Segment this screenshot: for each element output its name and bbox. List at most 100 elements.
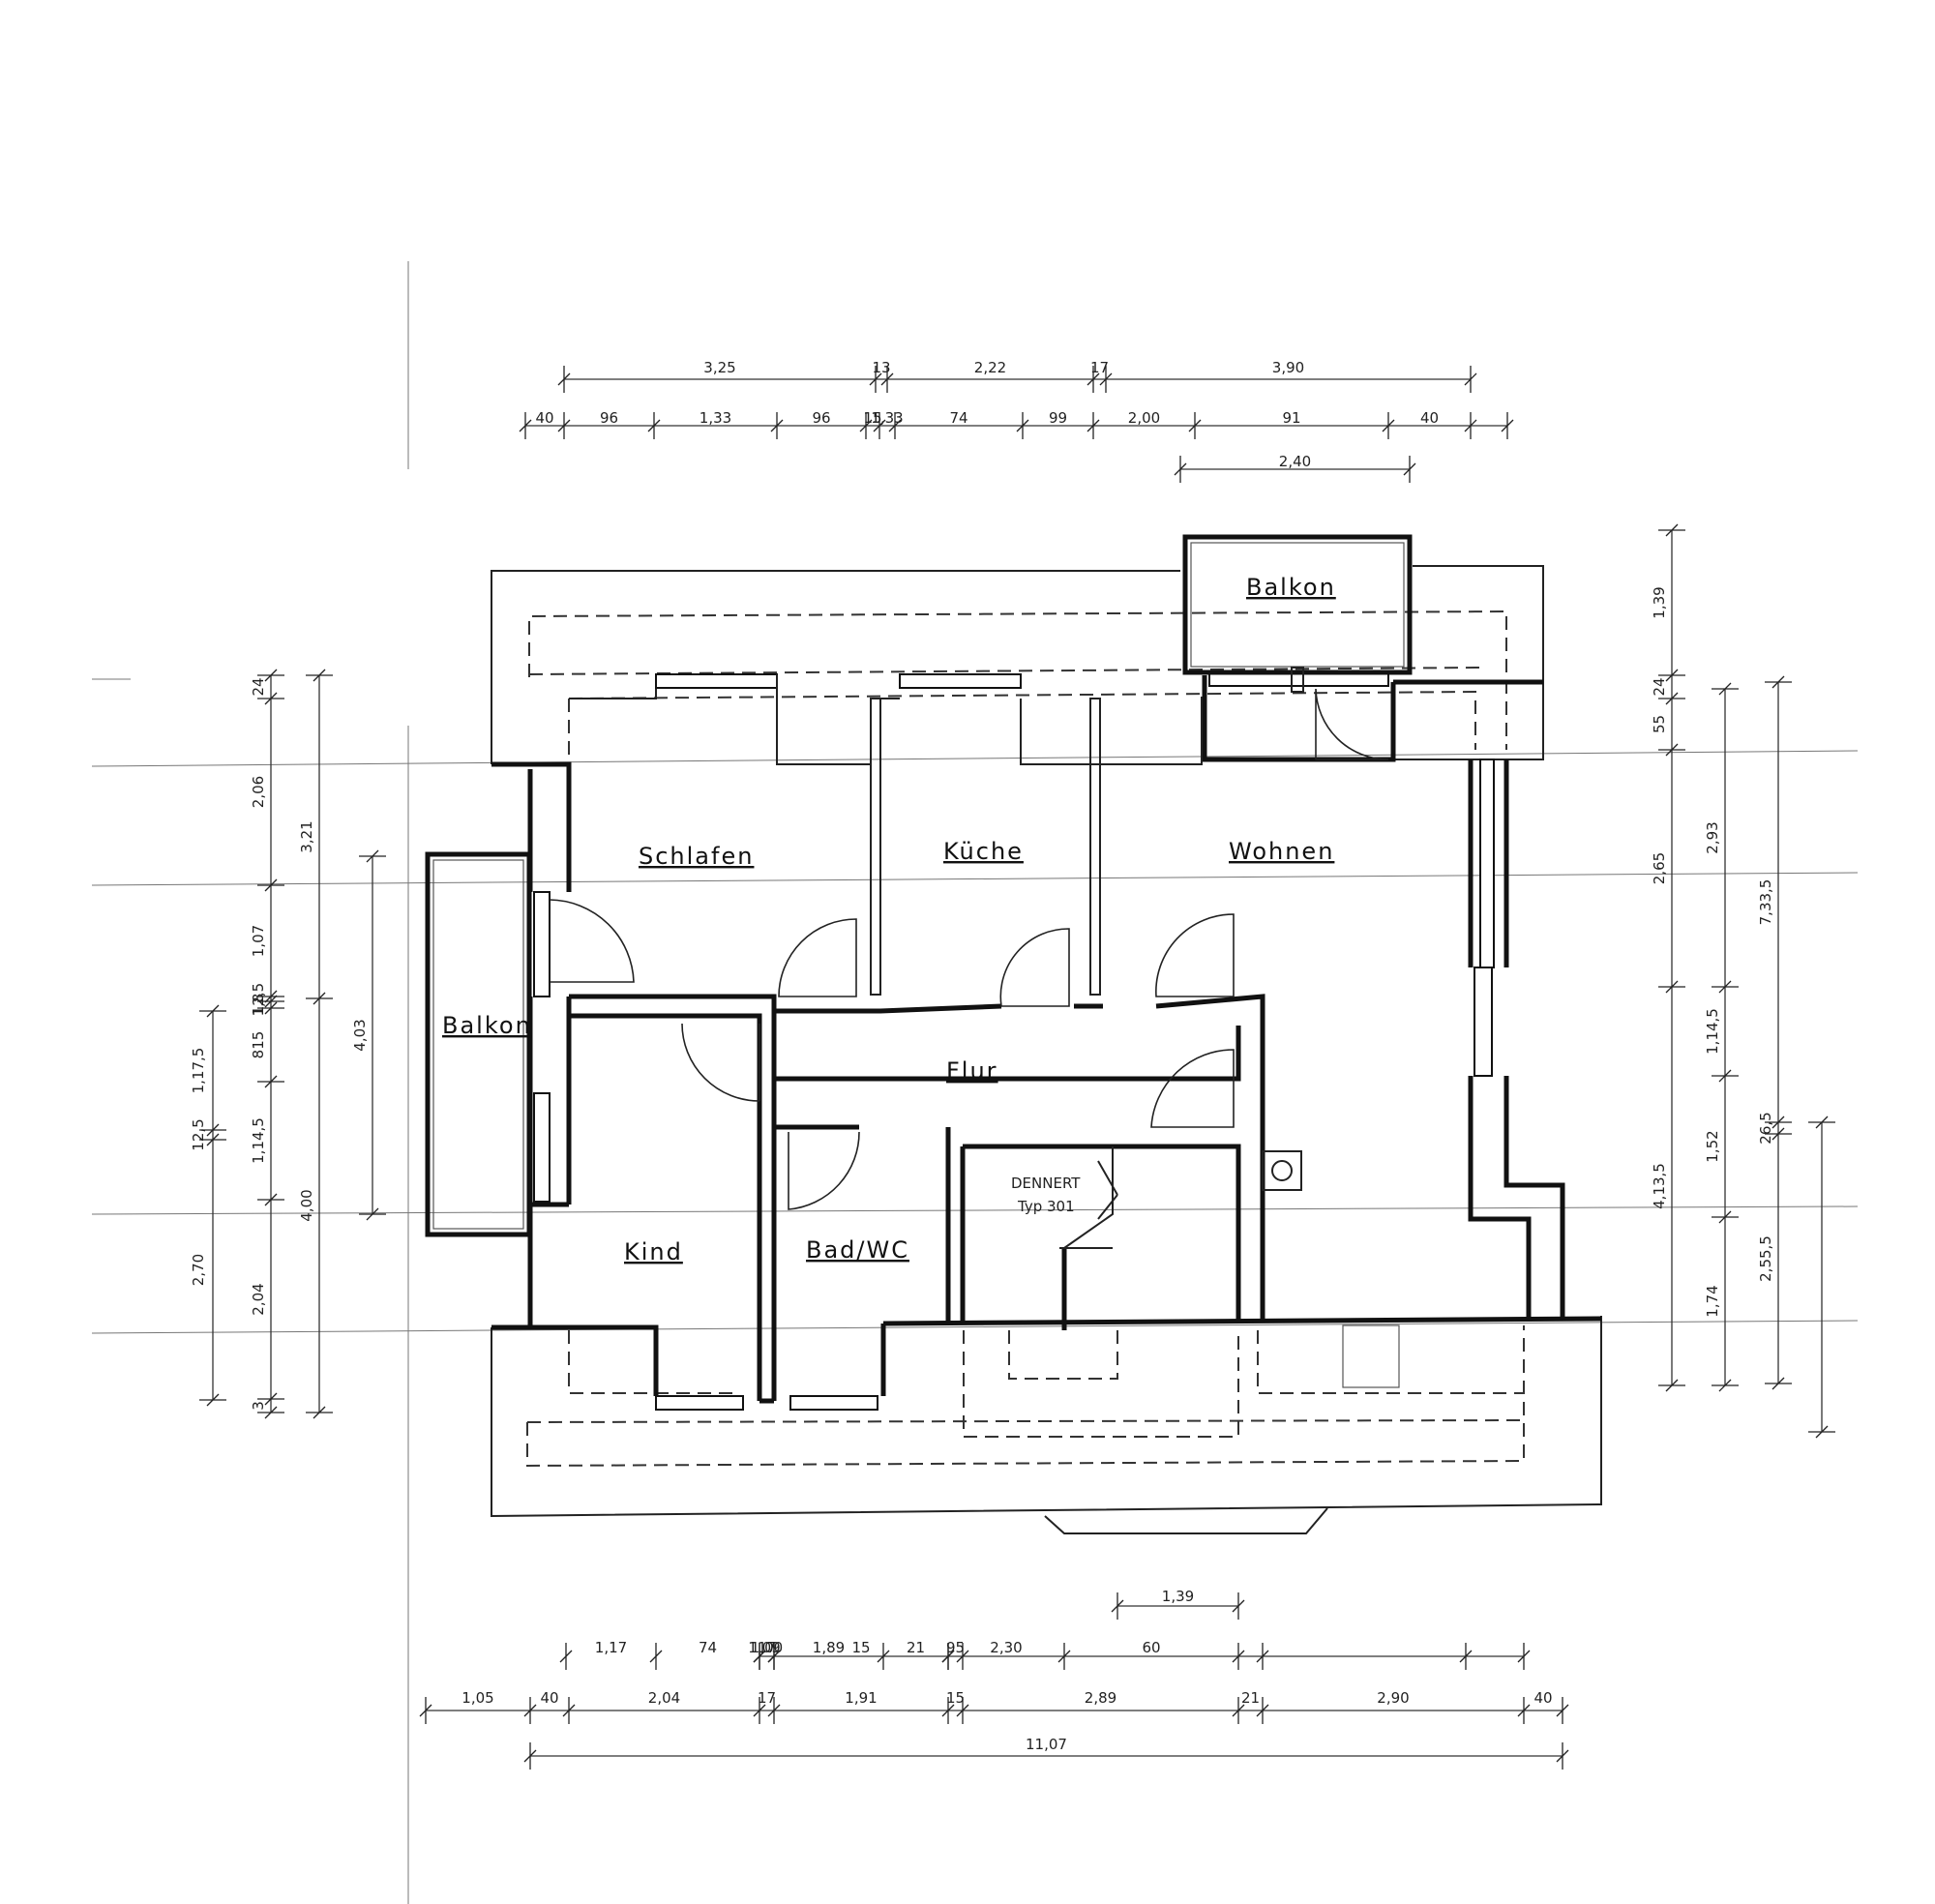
- room-label-kueche: Küche: [943, 838, 1024, 865]
- dim-bottom-row2-label: 1,09: [748, 1639, 780, 1656]
- dim-bottom-row2-label: 95: [946, 1639, 965, 1656]
- dim-top-row2-label: 96: [600, 409, 618, 427]
- dim-right-b: 2,931,14,51,521,74: [1704, 682, 1739, 1392]
- reference-lines: [91, 261, 1859, 1904]
- stairs: [1059, 1146, 1302, 1330]
- door-swings: [549, 688, 1389, 1210]
- dim-bottom-row3-label: 1,91: [845, 1689, 877, 1707]
- dim-bottom-row1: 1,39: [1111, 1588, 1245, 1620]
- dim-top-row2-label: 1,33: [700, 409, 731, 427]
- dim-left-d: 4,03: [351, 849, 386, 1221]
- hidden-lines: [526, 610, 1525, 1468]
- dim-top-row2-label: 2,00: [1128, 409, 1160, 427]
- dim-right-a: 1,39 24 55 2,65 4,13,5: [1651, 523, 1685, 1392]
- dim-right-b-label: 2,93: [1704, 821, 1721, 853]
- dim-bottom-row3-label: 40: [1533, 1689, 1552, 1707]
- dim-bottom-row2-label: 17: [758, 1639, 776, 1656]
- dim-bottom-row1-label: 1,39: [1162, 1588, 1194, 1605]
- dim-top-row2-label: 74: [949, 409, 968, 427]
- dim-right-a-label: 55: [1651, 715, 1668, 733]
- dim-top-row2-label: 40: [535, 409, 553, 427]
- balcony-north: [1182, 534, 1413, 693]
- side-windows: [533, 759, 1495, 1203]
- heater-brand-label: DENNERT: [1011, 1175, 1081, 1192]
- dim-bottom-total-label: 11,07: [1026, 1736, 1067, 1753]
- dim-top-row2-label: 40: [1420, 409, 1439, 427]
- dim-bottom-row2-label: 74: [699, 1639, 717, 1656]
- dim-left-c-label: 2,70: [190, 1254, 207, 1286]
- dim-top-row1-label: 3,90: [1272, 359, 1304, 376]
- dim-left-a-label: 3: [250, 1401, 267, 1411]
- room-label-wohnen: Wohnen: [1229, 838, 1334, 865]
- room-label-balkon-top: Balkon: [1246, 574, 1336, 601]
- dim-top-row2-label: 1,33: [871, 409, 903, 427]
- dim-top-row2-label: 91: [1282, 409, 1300, 427]
- dim-right-c-label: 2,55,5: [1757, 1235, 1774, 1282]
- dim-left-a-label: 12,5: [250, 983, 267, 1015]
- dim-top-row1-label: 3,25: [703, 359, 735, 376]
- dim-left-a-label: 2,06: [250, 776, 267, 808]
- heater-type-label: Typ 301: [1017, 1198, 1075, 1215]
- dim-right-b-label: 1,52: [1704, 1130, 1721, 1162]
- dim-top-row2-label: 99: [1049, 409, 1067, 427]
- dim-bottom-row2-label: 1,17: [595, 1639, 627, 1656]
- dim-left-c-label: 1,17,5: [190, 1048, 207, 1094]
- dim-left-b-label: 3,21: [298, 820, 315, 852]
- dim-bottom-row3-label: 2,89: [1085, 1689, 1116, 1707]
- dim-left-a-label: 1,07: [250, 925, 267, 957]
- dim-left-d-label: 4,03: [351, 1019, 369, 1051]
- dim-bottom-total: 11,07: [523, 1736, 1569, 1770]
- dim-left-b-label: 4,00: [298, 1189, 315, 1221]
- dim-bottom-row2-label: 15: [851, 1639, 870, 1656]
- dim-top-row1-label: 17: [1090, 359, 1109, 376]
- room-label-kind: Kind: [624, 1238, 683, 1265]
- dim-bottom-row3-label: 2,90: [1377, 1689, 1409, 1707]
- dim-right-a-label: 4,13,5: [1651, 1163, 1668, 1209]
- room-label-balkon-left: Balkon: [442, 1012, 532, 1039]
- dim-left-a-label: 2,04: [250, 1283, 267, 1315]
- dim-left-a-label: 24: [250, 677, 267, 696]
- dim-top-row3-label: 2,40: [1279, 453, 1311, 470]
- dim-bottom-row3-label: 15: [946, 1689, 965, 1707]
- interior-walls: [569, 698, 1265, 1411]
- dim-left-a-label: 1,8: [250, 994, 267, 1017]
- balcony-west: [425, 851, 532, 1237]
- dim-right-c-label: 7,33,5: [1757, 879, 1774, 926]
- dim-right-ext: [1808, 1116, 1835, 1439]
- exterior-walls: [491, 675, 1602, 1396]
- dim-top-row2-label: 96: [812, 409, 830, 427]
- dim-bottom-row3-label: 2,04: [648, 1689, 680, 1707]
- dim-bottom-row2-label: 2,30: [990, 1639, 1022, 1656]
- dim-top-row1: 3,25 13 2,22 17 3,90: [557, 359, 1477, 393]
- dim-right-c-label: 26,5: [1757, 1112, 1774, 1144]
- dim-bottom-row3-label: 17: [758, 1689, 776, 1707]
- dim-right-c: 7,33,5 26,5 2,55,5: [1757, 675, 1792, 1390]
- dim-top-row1-label: 2,22: [974, 359, 1006, 376]
- dim-bottom-row2-label: 1,89: [813, 1639, 845, 1656]
- dim-left-a-label: 815: [250, 1031, 267, 1059]
- room-label-schlafen: Schlafen: [639, 843, 754, 870]
- room-label-bad-wc: Bad/WC: [806, 1236, 909, 1264]
- dim-bottom-row3-label: 40: [540, 1689, 558, 1707]
- dim-left-a-label: 1,14,5: [250, 1117, 267, 1164]
- dim-right-a-label: 1,39: [1651, 586, 1668, 618]
- dim-top-row2-label: 15: [863, 409, 881, 427]
- dim-bottom-row3-label: 1,05: [461, 1689, 493, 1707]
- dim-bottom-row3-label: 21: [1241, 1689, 1260, 1707]
- dim-left-b: 3,21 4,00: [298, 669, 333, 1419]
- dim-top-row3: 2,40: [1174, 453, 1416, 483]
- dim-left-a: 24 2,06 1,07 12,51,8 815 1,14,5 2,04 3: [250, 669, 284, 1419]
- north-wall: [569, 671, 1389, 765]
- dim-left-c-label: 12,5: [190, 1118, 207, 1150]
- dim-right-a-label: 2,65: [1651, 852, 1668, 884]
- dim-right-b-label: 1,14,5: [1704, 1008, 1721, 1055]
- dim-right-a-label: 24: [1651, 677, 1668, 696]
- dim-bottom-row3: 1,05 40 2,04 17 1,91 15 2,89 21 2,90 40: [419, 1689, 1569, 1724]
- dim-top-row1-label: 13: [872, 359, 890, 376]
- dim-bottom-row2-label: 21: [907, 1639, 925, 1656]
- dim-bottom-row2-label: 60: [1142, 1639, 1160, 1656]
